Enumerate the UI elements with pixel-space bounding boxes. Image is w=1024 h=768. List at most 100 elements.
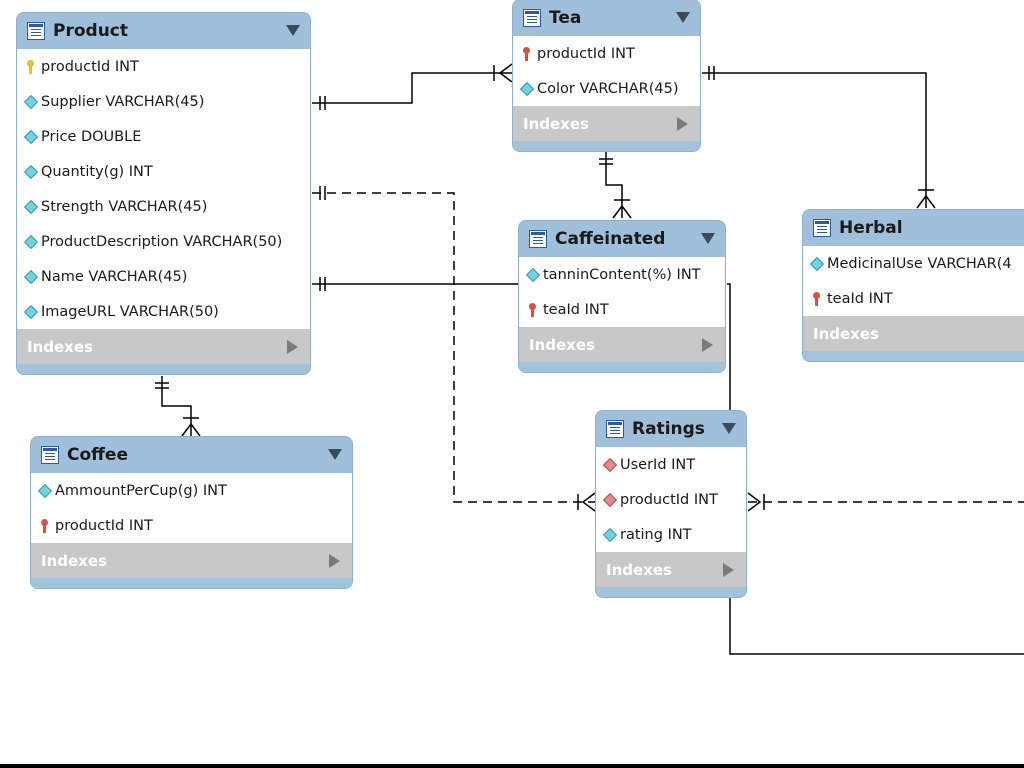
- indexes-section[interactable]: Indexes: [596, 552, 746, 587]
- indexes-section[interactable]: Indexes: [17, 329, 310, 364]
- table-icon: [523, 9, 541, 27]
- column-icon: [25, 130, 37, 144]
- rel-ratings-offscreen: [729, 598, 1024, 655]
- column-icon: [25, 270, 37, 284]
- table-ratings[interactable]: Ratings UserId INT productId INT rating …: [595, 410, 747, 598]
- column-label: AmmountPerCup(g) INT: [55, 482, 227, 499]
- foreign-key-icon: [527, 302, 539, 317]
- expand-arrow-icon[interactable]: [723, 563, 734, 577]
- table-footer: [596, 587, 746, 597]
- table-title: Coffee: [67, 445, 128, 465]
- column-label: rating INT: [620, 526, 692, 543]
- column-label: MedicinalUse VARCHAR(4: [827, 255, 1012, 272]
- table-icon: [27, 22, 45, 40]
- expand-arrow-icon[interactable]: [287, 340, 298, 354]
- fk-column-icon: [604, 493, 616, 507]
- table-header[interactable]: Herbal: [803, 210, 1024, 246]
- column-label: productId INT: [55, 517, 153, 534]
- column-icon: [25, 200, 37, 214]
- table-footer: [31, 578, 352, 588]
- foreign-key-icon: [811, 291, 823, 306]
- column-row[interactable]: Supplier VARCHAR(45): [17, 84, 310, 119]
- column-icon: [811, 257, 823, 271]
- column-row[interactable]: teaId INT: [519, 292, 725, 327]
- indexes-section[interactable]: Indexes: [803, 316, 1024, 351]
- column-row[interactable]: teaId INT: [803, 281, 1024, 316]
- column-label: Quantity(g) INT: [41, 163, 153, 180]
- column-row[interactable]: productId INT: [31, 508, 352, 543]
- column-label: ProductDescription VARCHAR(50): [41, 233, 283, 250]
- column-row[interactable]: productId INT: [513, 36, 700, 71]
- table-icon: [606, 420, 624, 438]
- table-header[interactable]: Product: [17, 13, 310, 49]
- rel-tea-herbal: [702, 72, 927, 208]
- expand-arrow-icon[interactable]: [677, 117, 688, 131]
- table-product[interactable]: Product productId INT Supplier VARCHAR(4…: [16, 12, 311, 375]
- column-icon: [25, 95, 37, 109]
- indexes-section[interactable]: Indexes: [31, 543, 352, 578]
- column-label: ImageURL VARCHAR(50): [41, 303, 219, 320]
- table-icon: [41, 446, 59, 464]
- collapse-arrow-icon[interactable]: [676, 12, 690, 23]
- collapse-arrow-icon[interactable]: [328, 449, 342, 460]
- table-icon: [529, 230, 547, 248]
- column-label: Strength VARCHAR(45): [41, 198, 208, 215]
- column-row[interactable]: Color VARCHAR(45): [513, 71, 700, 106]
- table-caffeinated[interactable]: Caffeinated tanninContent(%) INT teaId I…: [518, 220, 726, 373]
- column-row[interactable]: Name VARCHAR(45): [17, 259, 310, 294]
- table-header[interactable]: Caffeinated: [519, 221, 725, 257]
- table-header[interactable]: Ratings: [596, 411, 746, 447]
- column-label: Price DOUBLE: [41, 128, 142, 145]
- foreign-key-icon: [521, 46, 533, 61]
- column-row[interactable]: Quantity(g) INT: [17, 154, 310, 189]
- collapse-arrow-icon[interactable]: [286, 25, 300, 36]
- column-label: productId INT: [41, 58, 139, 75]
- column-label: productId INT: [537, 45, 635, 62]
- column-row[interactable]: tanninContent(%) INT: [519, 257, 725, 292]
- primary-key-icon: [25, 59, 37, 74]
- column-row[interactable]: ProductDescription VARCHAR(50): [17, 224, 310, 259]
- column-row[interactable]: productId INT: [596, 482, 746, 517]
- rel-tea-caffeinated: [605, 152, 623, 218]
- indexes-section[interactable]: Indexes: [519, 327, 725, 362]
- table-header[interactable]: Tea: [513, 0, 700, 36]
- column-row[interactable]: rating INT: [596, 517, 746, 552]
- column-label: teaId INT: [827, 290, 893, 307]
- column-label: Supplier VARCHAR(45): [41, 93, 205, 110]
- column-row[interactable]: productId INT: [17, 49, 310, 84]
- indexes-label: Indexes: [523, 114, 589, 133]
- column-icon: [604, 528, 616, 542]
- column-row[interactable]: ImageURL VARCHAR(50): [17, 294, 310, 329]
- column-row[interactable]: AmmountPerCup(g) INT: [31, 473, 352, 508]
- column-row[interactable]: UserId INT: [596, 447, 746, 482]
- collapse-arrow-icon[interactable]: [722, 423, 736, 434]
- table-coffee[interactable]: Coffee AmmountPerCup(g) INT productId IN…: [30, 436, 353, 589]
- table-herbal[interactable]: Herbal MedicinalUse VARCHAR(4 teaId INT …: [802, 209, 1024, 362]
- column-row[interactable]: Price DOUBLE: [17, 119, 310, 154]
- table-footer: [513, 141, 700, 151]
- rel-product-coffee: [161, 376, 192, 436]
- indexes-section[interactable]: Indexes: [513, 106, 700, 141]
- table-title: Product: [53, 21, 128, 41]
- table-title: Herbal: [839, 218, 903, 238]
- table-title: Tea: [549, 8, 582, 28]
- indexes-label: Indexes: [529, 335, 595, 354]
- indexes-label: Indexes: [606, 560, 672, 579]
- collapse-arrow-icon[interactable]: [701, 233, 715, 244]
- table-tea[interactable]: Tea productId INT Color VARCHAR(45) Inde…: [512, 0, 701, 152]
- column-icon: [521, 82, 533, 96]
- table-header[interactable]: Coffee: [31, 437, 352, 473]
- rel-product-tea: [312, 72, 512, 104]
- column-icon: [25, 165, 37, 179]
- column-label: Name VARCHAR(45): [41, 268, 188, 285]
- expand-arrow-icon[interactable]: [702, 338, 713, 352]
- column-row[interactable]: MedicinalUse VARCHAR(4: [803, 246, 1024, 281]
- column-icon: [25, 235, 37, 249]
- table-footer: [803, 351, 1024, 361]
- column-row[interactable]: Strength VARCHAR(45): [17, 189, 310, 224]
- expand-arrow-icon[interactable]: [329, 554, 340, 568]
- fk-column-icon: [604, 458, 616, 472]
- foreign-key-icon: [39, 518, 51, 533]
